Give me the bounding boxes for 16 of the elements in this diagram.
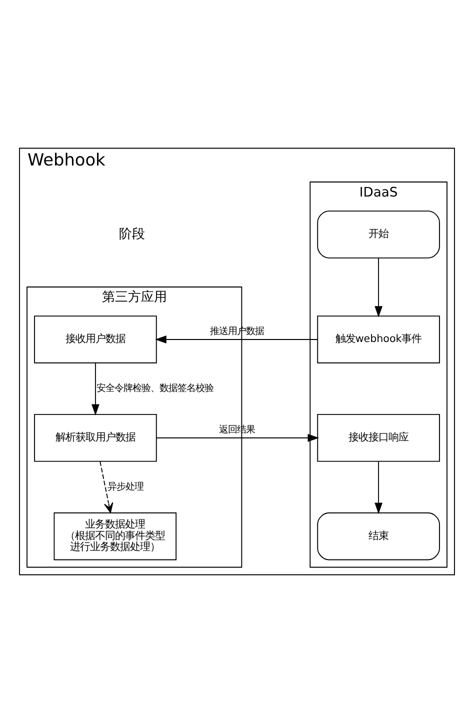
- arrow: [100, 461, 114, 514]
- node-box: 触发webhook事件: [317, 316, 440, 364]
- node-box: 开始: [317, 210, 440, 258]
- edge-label: 安全令牌检验、数据签名校验: [96, 383, 214, 394]
- node-box: 接收接口响应: [317, 414, 440, 462]
- node-box: 解析获取用户数据: [34, 414, 157, 462]
- arrow: [155, 336, 318, 344]
- arrow: [156, 434, 319, 442]
- arrow: [374, 258, 382, 318]
- label: 阶段: [119, 226, 146, 242]
- node-box: 业务数据处理（根据不同的事件类型进行业务数据处理）: [54, 512, 177, 560]
- arrow: [92, 362, 100, 416]
- edge-label: 异步处理: [107, 481, 144, 492]
- node-box: 结束: [317, 512, 440, 560]
- node-box: 接收用户数据: [34, 316, 157, 364]
- arrow: [374, 461, 382, 514]
